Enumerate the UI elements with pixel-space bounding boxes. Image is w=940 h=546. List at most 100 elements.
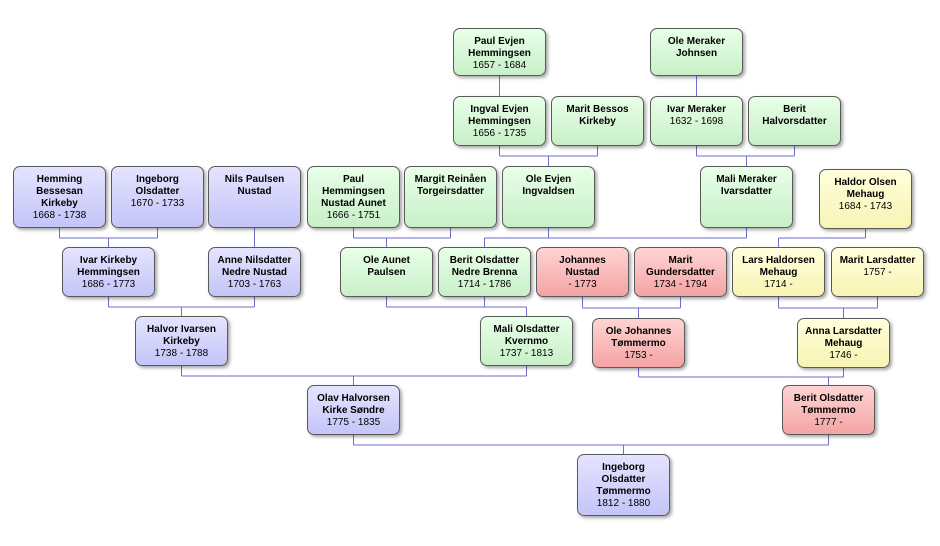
- person-name-line: Ingeborg: [602, 462, 645, 473]
- person-name-line: Hemming: [36, 174, 83, 185]
- person-years: 1775 - 1835: [326, 417, 381, 428]
- person-years: 1737 - 1813: [499, 348, 554, 359]
- person-name-line: Kvernmo: [504, 336, 549, 347]
- person-name-line: Tømmermo: [596, 486, 651, 497]
- person-name-line: Ole Evjen: [525, 174, 572, 185]
- person-name-line: Torgeirsdatter: [416, 186, 485, 197]
- person-years: 1753 -: [624, 350, 653, 361]
- person-name-line: Nustad: [237, 186, 272, 197]
- person-years: 1666 - 1751: [326, 210, 381, 221]
- person-name-line: Johnsen: [675, 48, 718, 59]
- person-name-line: Mehaug: [846, 189, 885, 200]
- person-years: 1686 - 1773: [81, 279, 136, 290]
- person-name-line: Tømmermo: [611, 338, 666, 349]
- person-years: 1632 - 1698: [669, 116, 724, 127]
- person-name-line: Bessesan: [36, 186, 83, 197]
- person-years: - 1773: [568, 279, 597, 290]
- person-name-line: Ivar Meraker: [667, 104, 726, 115]
- person-name-line: Anna Larsdatter: [805, 326, 882, 337]
- person-name-line: Nedre Brenna: [451, 267, 518, 278]
- person-name-line: Kirkeby: [163, 336, 200, 347]
- person-name-line: Ingval Evjen: [470, 104, 529, 115]
- person-years: 1657 - 1684: [472, 60, 527, 71]
- person-name-line: Gundersdatter: [646, 267, 715, 278]
- person-name-line: Hemmingsen: [468, 116, 531, 127]
- person-years: 1734 - 1794: [653, 279, 708, 290]
- person-years: 1670 - 1733: [130, 198, 185, 209]
- person-name-line: Marit Larsdatter: [839, 255, 916, 266]
- person-name-line: Nils Paulsen: [224, 174, 285, 185]
- person-name-line: Berit Olsdatter: [793, 393, 864, 404]
- person-years: 1656 - 1735: [472, 128, 527, 139]
- person-name-line: Paul Evjen: [474, 36, 525, 47]
- person-name-line: Ole Aunet: [363, 255, 410, 266]
- person-name-line: Haldor Olsen: [834, 177, 897, 188]
- person-name-line: Margit Reinåen: [414, 174, 487, 185]
- person-name-line: Olav Halvorsen: [317, 393, 390, 404]
- person-name-line: Mali Olsdatter: [493, 324, 560, 335]
- person-name-line: Paul: [342, 174, 365, 185]
- person-name-line: Nedre Nustad: [221, 267, 287, 278]
- person-years: 1714 -: [764, 279, 793, 290]
- person-name-line: Hemmingsen: [77, 267, 140, 278]
- person-name-line: Ingvaldsen: [522, 186, 575, 197]
- person-name-line: Ivar Kirkeby: [79, 255, 138, 266]
- person-name-line: Olsdatter: [135, 186, 180, 197]
- person-name-line: Ingeborg: [136, 174, 179, 185]
- person-name-line: Ole Meraker: [667, 36, 726, 47]
- person-name-line: Tømmermo: [801, 405, 856, 416]
- person-name-line: Ole Johannes: [605, 326, 672, 337]
- person-name-line: Mali Meraker: [716, 174, 777, 185]
- person-years: 1812 - 1880: [596, 498, 651, 509]
- person-name-line: Lars Haldorsen: [742, 255, 815, 266]
- person-name-line: Kirkeby: [579, 116, 616, 127]
- person-name-line: Berit Olsdatter: [449, 255, 520, 266]
- person-years: 1714 - 1786: [457, 279, 512, 290]
- person-name-line: Hemmingsen: [322, 186, 385, 197]
- person-name-line: Hemmingsen: [468, 48, 531, 59]
- person-name-line: Marit: [668, 255, 693, 266]
- person-name-line: Paulsen: [367, 267, 406, 278]
- person-name-line: Halvorsdatter: [762, 116, 827, 127]
- person-years: 1777 -: [814, 417, 843, 428]
- person-name-line: Nustad Aunet: [321, 198, 386, 209]
- person-name-line: Mehaug: [759, 267, 798, 278]
- person-name-line: Anne Nilsdatter: [217, 255, 292, 266]
- person-years: 1757 -: [863, 267, 892, 278]
- person-years: 1746 -: [829, 350, 858, 361]
- person-name-line: Olsdatter: [601, 474, 646, 485]
- person-name-line: Mehaug: [824, 338, 863, 349]
- person-years: 1668 - 1738: [32, 210, 87, 221]
